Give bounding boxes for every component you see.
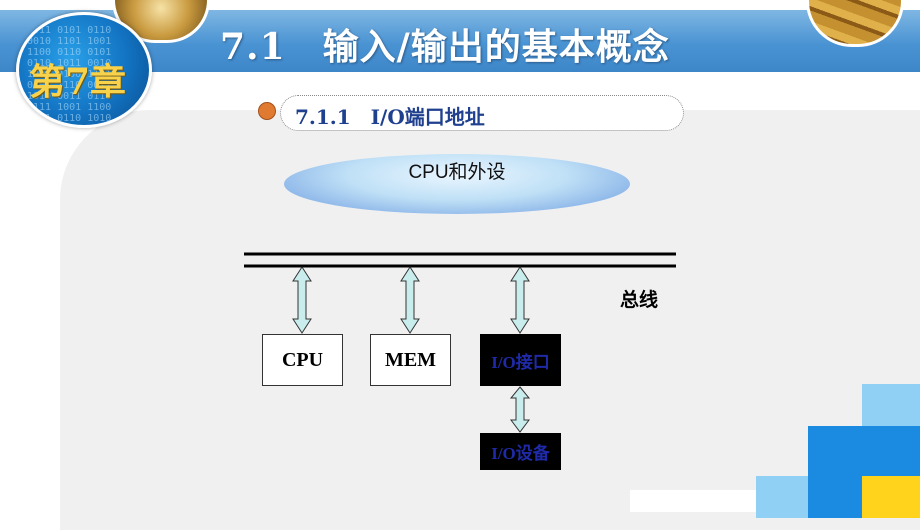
page-title: 7.1 输入/输出的基本概念 bbox=[220, 26, 670, 68]
chapter-label: 第7章 bbox=[29, 61, 127, 103]
deco-square-yellow bbox=[862, 476, 920, 518]
deco-square-blue-2 bbox=[808, 476, 862, 518]
io-device-box: I/O设备 bbox=[480, 433, 561, 470]
io-interface-box: I/O接口 bbox=[480, 334, 561, 386]
deco-square-light-1 bbox=[862, 384, 920, 426]
cpu-peripheral-ellipse bbox=[284, 154, 630, 214]
ellipse-label: CPU和外设 bbox=[408, 162, 506, 183]
mem-bus-arrow bbox=[400, 266, 420, 334]
section-title-pill bbox=[280, 95, 684, 131]
io-device-arrow bbox=[509, 386, 531, 433]
deco-square-light-2 bbox=[756, 476, 808, 518]
bus-label: 总线 bbox=[620, 290, 659, 311]
mem-box: MEM bbox=[370, 334, 451, 386]
io-bus-arrow bbox=[510, 266, 530, 334]
deco-square-blue-1 bbox=[808, 426, 920, 476]
deco-white-strip bbox=[630, 490, 756, 512]
badge-binary-pattern: 1011 0101 0110 0010 1101 1001 1100 0110 … bbox=[27, 25, 112, 124]
cpu-box: CPU bbox=[262, 334, 343, 386]
orange-circle-bullet-icon bbox=[258, 102, 276, 120]
diagram-lines bbox=[244, 252, 676, 433]
section-title: 7.1.1 I/O端口地址 bbox=[295, 105, 485, 129]
cpu-bus-arrow bbox=[292, 266, 312, 334]
chapter-badge: 1011 0101 0110 0010 1101 1001 1100 0110 … bbox=[16, 12, 152, 128]
